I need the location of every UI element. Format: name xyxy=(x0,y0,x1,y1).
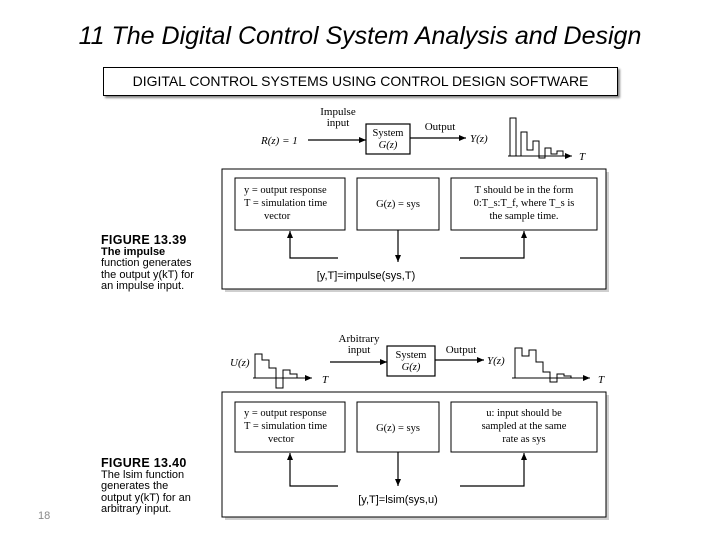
figure-13-40: Arbitrary input U(z) T System G(z) Outpu… xyxy=(221,333,609,520)
fig39-box-right-1: T should be in the form xyxy=(475,185,574,196)
fig40-box-left-2: T = simulation time xyxy=(244,421,327,432)
fig40-box-left xyxy=(234,401,346,453)
fig39-arrow-right xyxy=(460,231,527,259)
caption-line: function generates xyxy=(101,257,192,269)
slide-title: 11 The Digital Control System Analysis a… xyxy=(78,22,642,50)
fig40-box-right-3: rate as sys xyxy=(502,434,545,445)
fig40-output-signal: Y(z) xyxy=(487,355,505,367)
fig39-box-left-1: y = output response xyxy=(244,185,327,196)
caption-line: an impulse input. xyxy=(101,280,185,292)
fig39-arrow-left xyxy=(287,231,338,259)
fig39-axis-t: T xyxy=(579,151,586,163)
caption-figure-13-39: FIGURE 13.39 The impulse function genera… xyxy=(101,233,219,293)
fig40-axis-t-left: T xyxy=(322,374,329,386)
fig40-axis-t-right: T xyxy=(598,374,605,386)
fig39-response-plot: T xyxy=(508,117,586,163)
fig40-box-left-1: y = output response xyxy=(244,408,327,419)
fig40-input-label-1: Arbitrary xyxy=(339,333,380,345)
fig39-input-signal: R(z) = 1 xyxy=(260,135,298,147)
caption-line: arbitrary input. xyxy=(101,503,172,515)
fig40-system-line1: System xyxy=(396,350,427,361)
caption-line: The lsim function xyxy=(101,468,185,481)
fig39-output-label: Output xyxy=(425,121,456,133)
fig39-box-left-2: T = simulation time xyxy=(244,198,327,209)
fig40-response-plot: T xyxy=(512,347,605,386)
caption-head: FIGURE 13.40 xyxy=(101,456,187,470)
fig40-system-box xyxy=(386,345,436,377)
caption-figure-13-40: FIGURE 13.40 The lsim function generates… xyxy=(101,456,219,516)
fig39-output-signal: Y(z) xyxy=(470,133,488,145)
fig39-box-right xyxy=(450,177,598,231)
fig39-system-line2: G(z) xyxy=(379,140,398,151)
slide-number: 18 xyxy=(38,510,51,522)
figure-13-39: Impulse input R(z) = 1 System G(z) Outpu… xyxy=(221,106,609,292)
fig39-box-mid xyxy=(356,177,440,231)
fig40-box-mid-text: G(z) = sys xyxy=(376,423,420,434)
caption-line: the output y(kT) for xyxy=(101,268,194,281)
fig39-command: [y,T]=impulse(sys,T) xyxy=(317,270,416,282)
fig40-box-left-3: vector xyxy=(268,434,295,445)
fig39-input-label-1: Impulse xyxy=(320,106,356,118)
fig40-output-label: Output xyxy=(446,344,477,356)
fig39-box-right-2: 0:T_s:T_f, where T_s is xyxy=(474,198,575,209)
fig40-command: [y,T]=lsim(sys,u) xyxy=(358,494,438,506)
fig39-input-label-2: input xyxy=(327,117,350,129)
section-banner: DIGITAL CONTROL SYSTEMS USING CONTROL DE… xyxy=(103,67,618,96)
fig40-box-right-1: u: input should be xyxy=(486,408,562,419)
fig39-box-right-3: the sample time. xyxy=(489,211,558,222)
caption-line: The impulse xyxy=(101,245,166,258)
fig40-box-right xyxy=(450,401,598,453)
fig40-box-right-2: sampled at the same xyxy=(482,421,567,432)
fig39-system-box xyxy=(365,123,411,155)
fig40-input-label-2: input xyxy=(348,344,371,356)
fig39-system-line1: System xyxy=(373,128,404,139)
fig40-box-mid xyxy=(356,401,440,453)
fig40-arrow-left xyxy=(287,453,338,487)
caption-line: output y(kT) for an xyxy=(101,491,191,504)
fig40-arrow-right xyxy=(460,453,527,487)
fig39-box-left xyxy=(234,177,346,231)
fig39-box-mid-text: G(z) = sys xyxy=(376,199,420,210)
fig39-box-left-3: vector xyxy=(264,211,291,222)
caption-line: generates the xyxy=(101,480,169,492)
fig40-input-signal: U(z) xyxy=(230,357,250,369)
fig40-input-plot: T xyxy=(253,353,329,389)
fig40-system-line2: G(z) xyxy=(402,362,421,373)
caption-head: FIGURE 13.39 xyxy=(101,233,187,247)
